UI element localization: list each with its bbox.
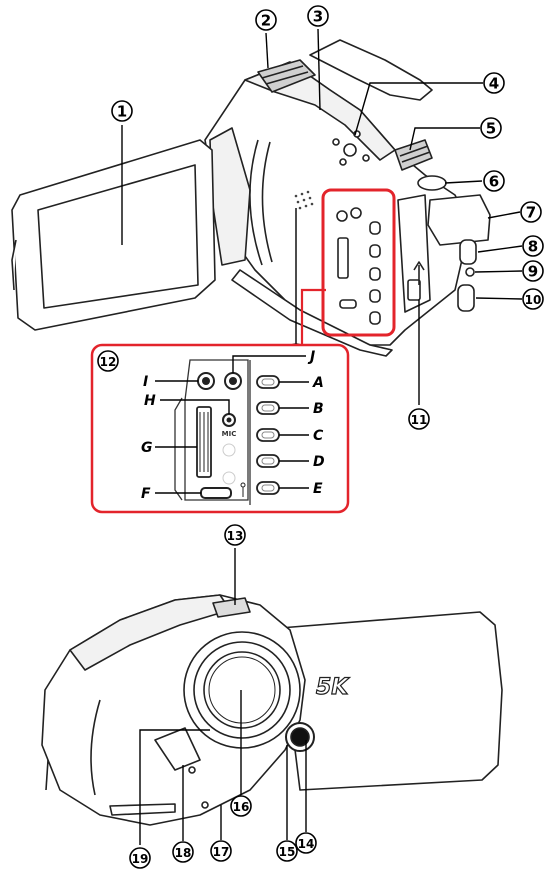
port-f-usb: [200, 487, 232, 499]
callout-10-label: 10: [525, 293, 542, 307]
callout-17: 17: [210, 840, 232, 862]
callout-19: 19: [129, 847, 151, 869]
label-e: E: [313, 481, 323, 497]
callout-16: 16: [230, 795, 252, 817]
callout-6: 6: [483, 170, 505, 192]
callout-15: 15: [276, 840, 298, 862]
callout-15-label: 15: [279, 845, 296, 859]
callout-17-label: 17: [213, 845, 230, 859]
callout-13-label: 13: [227, 529, 244, 543]
label-g: G: [141, 440, 153, 456]
port-b-button: [256, 401, 280, 415]
callouts-top: 1 2 3 4 5 6 7 8 9 10 11 20: [111, 5, 544, 430]
callout-12: 12: [97, 350, 119, 372]
callout-9: 9: [522, 260, 544, 282]
port-e-button: [256, 481, 280, 495]
callout-5: 5: [480, 117, 502, 139]
port-a-button: [256, 375, 280, 389]
label-h: H: [144, 393, 156, 409]
callout-8: 8: [522, 235, 544, 257]
callout-2: 2: [255, 9, 277, 31]
mic-text: MIC: [222, 430, 237, 438]
callout-16-label: 16: [233, 800, 250, 814]
port-panel-frame: [90, 343, 350, 514]
callout-3: 3: [307, 5, 329, 27]
callout-1: 1: [111, 100, 133, 122]
callout-4: 4: [483, 72, 505, 94]
port-c-button: [256, 428, 280, 442]
callout-2-label: 2: [261, 12, 271, 30]
callout-19-label: 19: [132, 852, 149, 866]
callout-11: 11: [408, 408, 430, 430]
callout-7: 7: [520, 201, 542, 223]
callout-12-label: 12: [100, 355, 117, 369]
callout-18: 18: [172, 841, 194, 863]
callout-6-label: 6: [489, 173, 499, 191]
callout-13: 13: [224, 524, 246, 546]
port-panel: 12 MIC: [90, 343, 350, 514]
callout-5-label: 5: [486, 120, 496, 138]
label-d: D: [313, 454, 325, 470]
port-d-button: [256, 454, 280, 468]
callout-8-label: 8: [528, 238, 538, 256]
label-b: B: [313, 401, 324, 417]
callout-10: 10: [522, 288, 544, 310]
callout-14-label: 14: [298, 837, 315, 851]
label-i: I: [143, 374, 148, 390]
label-c: C: [313, 428, 324, 444]
callout-14: 14: [295, 832, 317, 854]
callout-3-label: 3: [313, 8, 323, 26]
label-j: J: [307, 349, 315, 365]
callout-4-label: 4: [489, 75, 499, 93]
label-f: F: [141, 486, 151, 502]
label-a: A: [312, 375, 324, 391]
callout-18-label: 18: [175, 846, 192, 860]
callout-lines-bottom: [139, 548, 307, 845]
callouts-bottom: 13 16 14 15 17 18 19: [129, 524, 317, 869]
callout-11-label: 11: [411, 413, 428, 427]
callout-lines-top: [121, 28, 523, 405]
callout-7-label: 7: [526, 204, 536, 222]
camera-top-illustration: [11, 39, 491, 357]
callout-9-label: 9: [528, 263, 538, 281]
lens-badge: 5K: [316, 675, 350, 700]
callout-1-label: 1: [117, 103, 127, 121]
port-highlight-box: [321, 188, 396, 337]
camera-bottom-illustration: [41, 594, 503, 826]
